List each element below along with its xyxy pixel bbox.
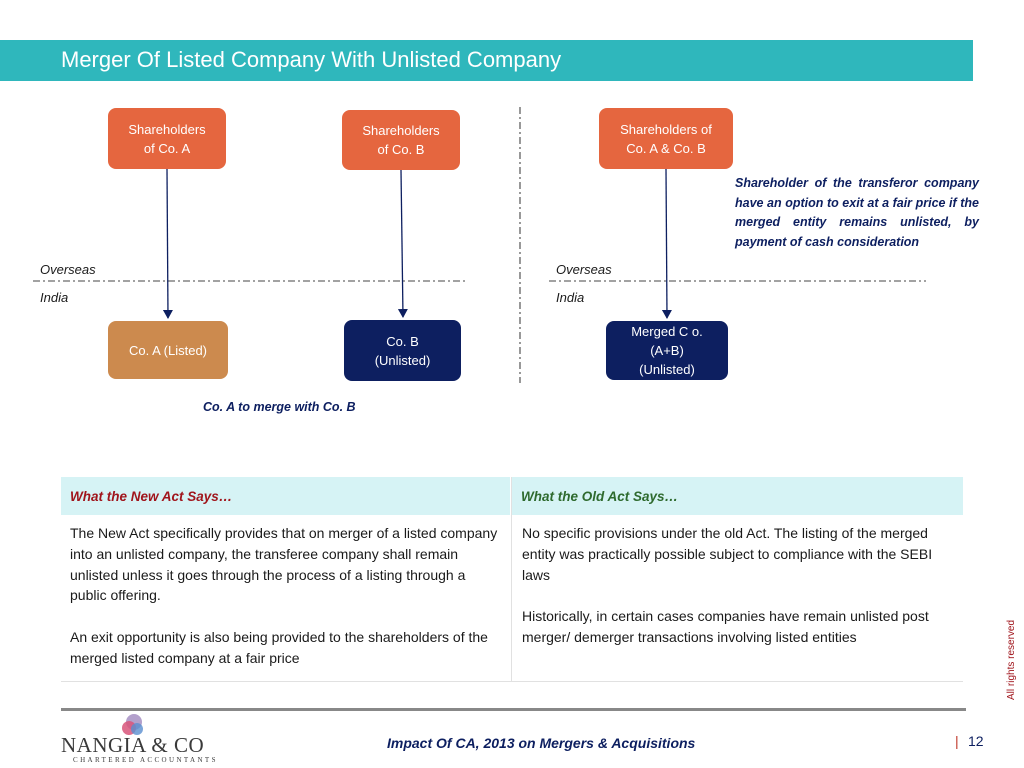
new-act-paragraph: An exit opportunity is also being provid…: [70, 628, 488, 666]
table-bottom-border: [61, 681, 963, 682]
header-old-act: What the Old Act Says…: [512, 477, 963, 515]
page-number: 12: [968, 733, 984, 749]
old-act-paragraph: Historically, in certain cases companies…: [522, 608, 929, 645]
india-label-right: India: [556, 290, 585, 305]
exit-option-note: Shareholder of the transferor company ha…: [735, 176, 979, 249]
shareholders-co-b-box: Shareholders of Co. B: [342, 110, 460, 170]
page-title: Merger Of Listed Company With Unlisted C…: [61, 47, 562, 72]
title-bar: [0, 40, 973, 81]
logo-name: NANGIA & CO: [61, 733, 205, 757]
co-b-unlisted-box: Co. B (Unlisted): [344, 320, 461, 381]
new-act-cell: The New Act specifically provides that o…: [70, 523, 505, 669]
rights-reserved-text: All rights reserved: [1006, 619, 1017, 700]
merged-co-box: Merged C o. (A+B) (Unlisted): [606, 321, 728, 380]
header-new-act: What the New Act Says…: [61, 477, 510, 515]
table-column-divider: [511, 477, 512, 682]
shareholders-co-ab-box: Shareholders of Co. A & Co. B: [599, 108, 733, 169]
new-act-paragraph: The New Act specifically provides that o…: [70, 525, 498, 604]
footer-separator: |: [955, 733, 959, 749]
merge-caption: Co. A to merge with Co. B: [203, 400, 356, 414]
arrow-shareholders-a-to-co-a: [162, 168, 173, 319]
logo-subtitle: CHARTERED ACCOUNTANTS: [73, 756, 218, 764]
comparison-table: What the New Act Says… What the Old Act …: [61, 477, 963, 682]
old-act-paragraph: No specific provisions under the old Act…: [522, 525, 933, 583]
india-label-left: India: [40, 290, 69, 305]
shareholders-co-a-box: Shareholders of Co. A: [108, 108, 226, 169]
overseas-label-left: Overseas: [40, 262, 96, 277]
overseas-label-right: Overseas: [556, 262, 612, 277]
logo-icon: [122, 714, 143, 735]
arrow-shareholders-b-to-co-b: [397, 169, 408, 318]
old-act-cell: No specific provisions under the old Act…: [522, 523, 957, 648]
footer-title: Impact Of CA, 2013 on Mergers & Acquisit…: [387, 735, 696, 751]
arrow-shareholders-ab-to-merged: [661, 168, 672, 319]
co-a-listed-box: Co. A (Listed): [108, 321, 228, 379]
footer-rule: [61, 708, 966, 711]
